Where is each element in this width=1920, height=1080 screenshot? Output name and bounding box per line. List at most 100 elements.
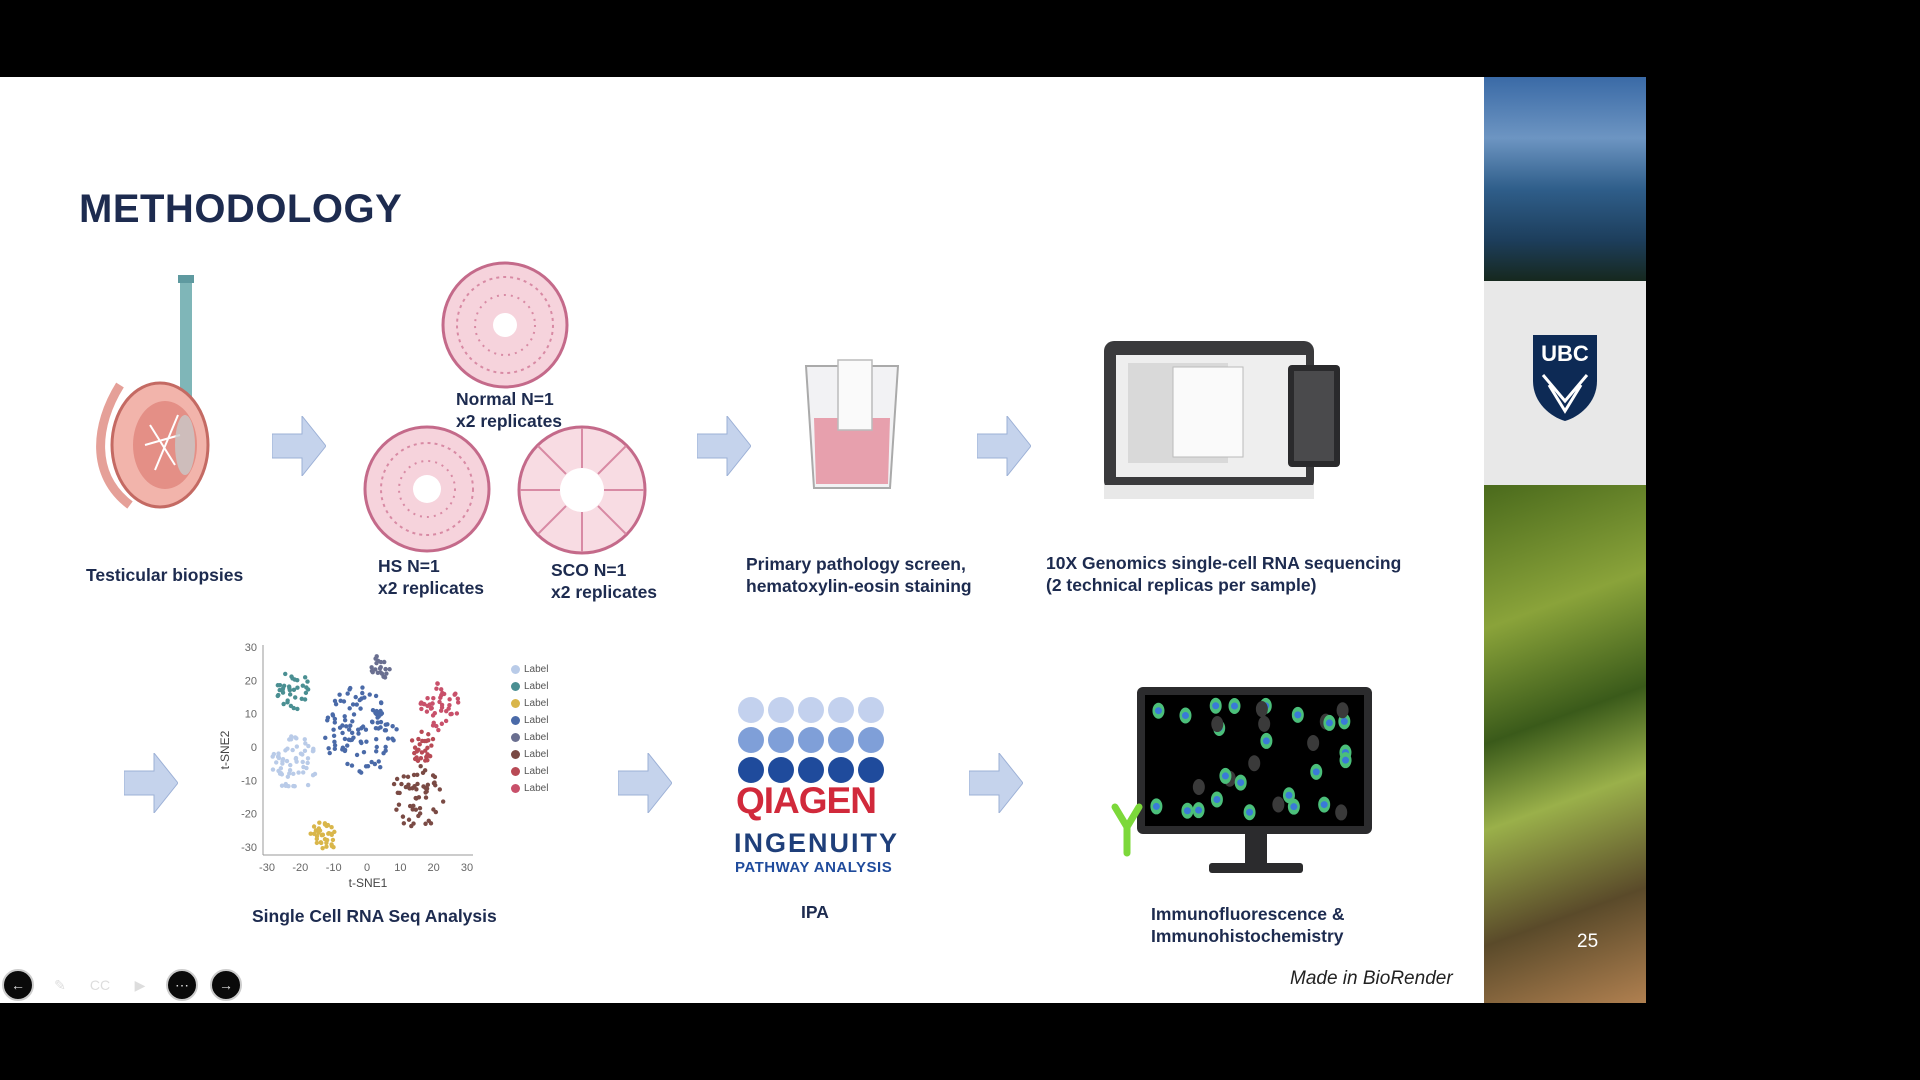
tsne-point [303, 690, 309, 696]
pen-icon[interactable]: ✎ [54, 976, 66, 993]
tsne-point [415, 758, 421, 764]
tsne-point [394, 727, 399, 732]
tsne-point [345, 743, 350, 748]
cell-nucleus [1181, 712, 1189, 720]
tsne-point [416, 747, 421, 752]
tsne-point [438, 695, 443, 700]
tsne-x-tick: -10 [326, 862, 342, 874]
tsne-point [411, 803, 416, 809]
tsne-point [290, 747, 295, 753]
sequencing-label-line1: 10X Genomics single-cell RNA sequencing [1046, 553, 1402, 573]
tsne-point [414, 755, 419, 760]
tsne-point [367, 692, 372, 697]
tsne-point [301, 770, 306, 775]
tsne-y-tick: 10 [245, 709, 257, 721]
tsne-point [420, 738, 425, 744]
tsne-point [423, 748, 428, 753]
microscopy-monitor-illustration [1111, 687, 1372, 873]
tsne-point [423, 758, 428, 763]
legend-label: Label [524, 783, 549, 794]
cell-mark [1248, 755, 1261, 772]
cell-nucleus [1212, 702, 1220, 710]
slide-title: METHODOLOGY [79, 187, 403, 231]
tsne-point [411, 821, 416, 826]
tsne-point [326, 831, 332, 836]
tsne-point [428, 821, 434, 826]
more-options-icon[interactable]: ⋯ [166, 969, 198, 1001]
pathway-analysis-text: PATHWAY ANALYSIS [735, 859, 893, 876]
tsne-point [345, 761, 350, 767]
tsne-point [284, 758, 290, 764]
cell-nucleus [1285, 791, 1293, 799]
tsne-point [394, 776, 400, 782]
tsne-point [280, 758, 285, 764]
tsne-point [332, 716, 338, 722]
tsne-point [350, 719, 355, 724]
tsne-point [291, 687, 297, 693]
tsne-point [362, 695, 367, 700]
tsne-point [378, 764, 383, 770]
cell-nucleus [1230, 702, 1238, 710]
tsne-point [420, 770, 426, 776]
tsne-point [400, 814, 406, 819]
tsne-point [349, 730, 355, 736]
tsne-point [373, 693, 379, 699]
tsne-point [374, 749, 379, 754]
qiagen-dot [828, 757, 854, 783]
tsne-y-tick: 30 [245, 642, 257, 654]
arrow-icon [977, 416, 1031, 476]
tsne-point [369, 668, 375, 674]
tsne-point [296, 770, 301, 775]
tsne-point [342, 736, 348, 742]
tsne-y-tick: -10 [241, 775, 257, 787]
tsne-point [332, 746, 338, 752]
normal-tubule-illustration [441, 261, 569, 389]
tsne-point [357, 697, 362, 703]
tsne-point [373, 656, 378, 661]
tsne-point [430, 736, 436, 742]
captions-icon[interactable]: CC [89, 977, 111, 993]
tsne-point [279, 783, 285, 788]
tsne-point [423, 790, 428, 795]
camera-off-icon[interactable]: ▶ [134, 976, 146, 993]
tsne-point [412, 783, 417, 789]
tsne-point [422, 701, 427, 707]
qiagen-ipa-logo: QIAGEN INGENUITY PATHWAY ANALYSIS [734, 697, 908, 882]
tsne-point [314, 836, 320, 842]
tsne-point [319, 832, 325, 838]
tsne-point [385, 736, 391, 741]
tsne-point [369, 665, 374, 670]
tsne-point [437, 787, 442, 792]
tsne-point [324, 844, 329, 849]
cell-nucleus [1221, 772, 1229, 780]
tsne-point [344, 724, 349, 729]
sco-label-line1: SCO N=1 [551, 560, 627, 580]
next-slide-icon[interactable]: → [210, 969, 242, 1001]
cell-mark [1255, 701, 1268, 718]
tsne-point [331, 844, 336, 850]
tsne-point [424, 709, 430, 714]
cell-mark [1336, 702, 1349, 719]
tsne-x-tick: 10 [394, 862, 406, 874]
tsne-point [302, 697, 308, 702]
tsne-point [327, 750, 332, 756]
tsne-point [353, 694, 358, 700]
cell-mark [1258, 715, 1271, 732]
tsne-point [341, 699, 347, 704]
tsne-point [342, 718, 348, 723]
previous-slide-icon[interactable]: ← [2, 969, 34, 1001]
tsne-point [401, 821, 407, 826]
tsne-point [453, 691, 458, 696]
tsne-point [332, 743, 338, 748]
tsne-point [426, 738, 431, 743]
tsne-point [407, 803, 413, 809]
tsne-point [317, 820, 322, 825]
cell-nucleus [1340, 717, 1348, 725]
tsne-point [390, 736, 395, 741]
tsne-point [346, 727, 352, 732]
tsne-point [314, 840, 320, 846]
tsne-point [374, 737, 379, 742]
qiagen-dot [858, 757, 884, 783]
qiagen-dot [768, 727, 794, 753]
tsne-point [409, 738, 415, 743]
